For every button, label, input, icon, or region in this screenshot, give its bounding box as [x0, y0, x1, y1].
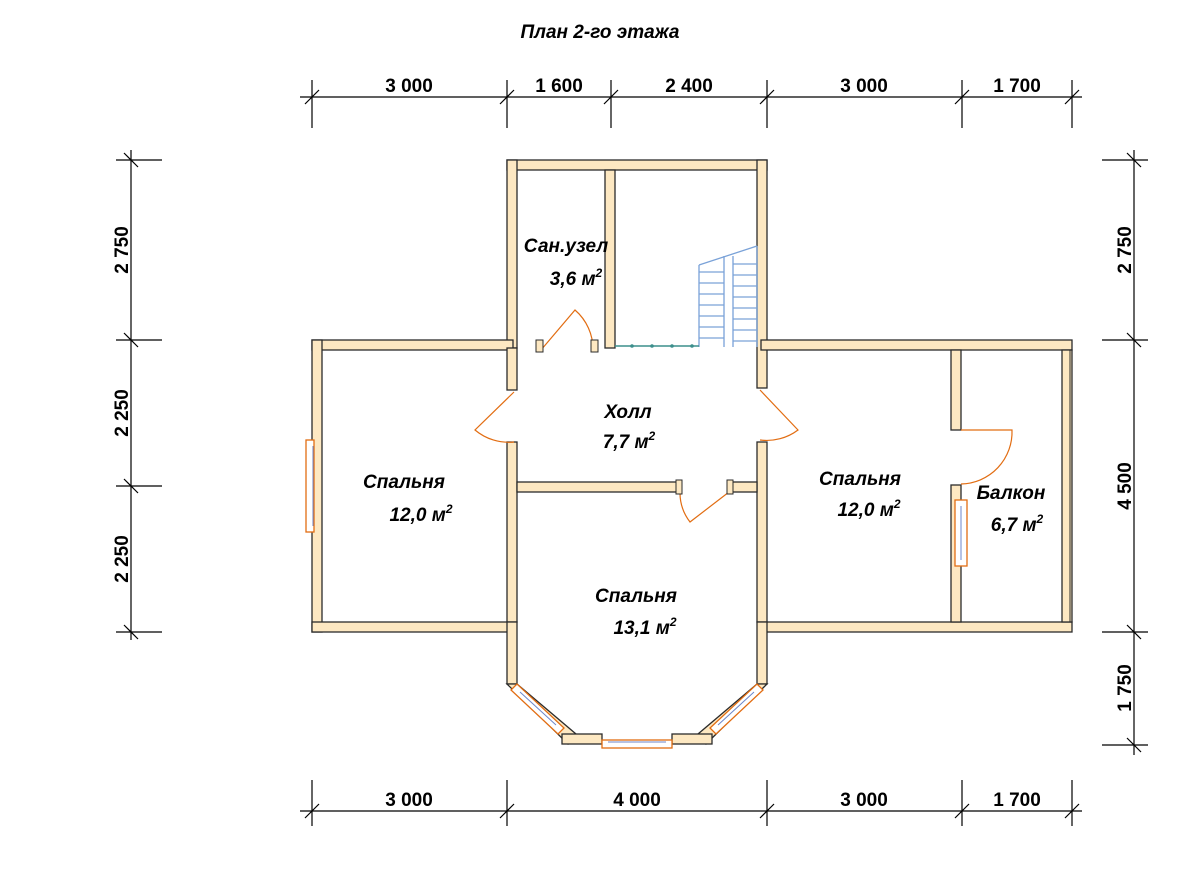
room-sanuzel: Сан.узел 3,6 м2	[524, 236, 609, 290]
bottom-dim-1: 3 000	[385, 790, 433, 811]
room-holl: Холл 7,7 м2	[603, 402, 656, 453]
room-name: Спальня	[595, 586, 677, 607]
room-name: Спальня	[363, 472, 445, 493]
room-name: Спальня	[819, 469, 901, 490]
room-area: 12,0 м2	[837, 497, 900, 521]
window-bay-bottom	[601, 739, 673, 749]
room-balcony: Балкон 6,7 м2	[977, 483, 1046, 536]
room-area: 3,6 м2	[550, 266, 603, 290]
room-bedroom-center: Спальня 13,1 м2	[595, 586, 677, 639]
left-dim-3: 2 250	[112, 535, 133, 583]
room-name: Холл	[603, 402, 651, 423]
bottom-dim-3: 3 000	[840, 790, 888, 811]
left-dimension-chain: 2 750 2 250 2 250	[112, 150, 162, 640]
staircase	[615, 245, 758, 348]
right-dim-3: 1 750	[1115, 664, 1136, 712]
room-area: 7,7 м2	[603, 429, 656, 453]
bottom-dim-4: 1 700	[993, 790, 1041, 811]
right-dim-2: 4 500	[1115, 462, 1136, 510]
top-dimension-chain: 3 000 1 600 2 400 3 000 1 700	[300, 76, 1082, 128]
top-dim-1: 3 000	[385, 76, 433, 97]
top-dim-4: 3 000	[840, 76, 888, 97]
window-left-bedroom	[305, 439, 315, 533]
top-dim-2: 1 600	[535, 76, 583, 97]
room-area: 6,7 м2	[991, 512, 1044, 536]
bottom-dim-2: 4 000	[613, 790, 661, 811]
room-area: 13,1 м2	[613, 615, 676, 639]
top-dim-5: 1 700	[993, 76, 1041, 97]
window-bay-right	[709, 683, 764, 735]
plan-title: План 2-го этажа	[521, 22, 680, 43]
room-name: Сан.узел	[524, 236, 609, 257]
room-name: Балкон	[977, 483, 1046, 504]
right-dimension-chain: 2 750 4 500 1 750	[1102, 150, 1148, 755]
windows	[305, 439, 968, 749]
left-dim-2: 2 250	[112, 389, 133, 437]
bottom-dimension-chain: 3 000 4 000 3 000 1 700	[300, 780, 1082, 826]
left-dim-1: 2 750	[112, 226, 133, 274]
doors	[474, 309, 1013, 523]
walls	[311, 159, 1073, 745]
room-area: 12,0 м2	[389, 502, 452, 526]
room-bedroom-right: Спальня 12,0 м2	[819, 469, 901, 521]
top-dim-3: 2 400	[665, 76, 713, 97]
window-bay-left	[510, 683, 565, 735]
room-bedroom-left: Спальня 12,0 м2	[363, 472, 453, 526]
right-dim-1: 2 750	[1115, 226, 1136, 274]
